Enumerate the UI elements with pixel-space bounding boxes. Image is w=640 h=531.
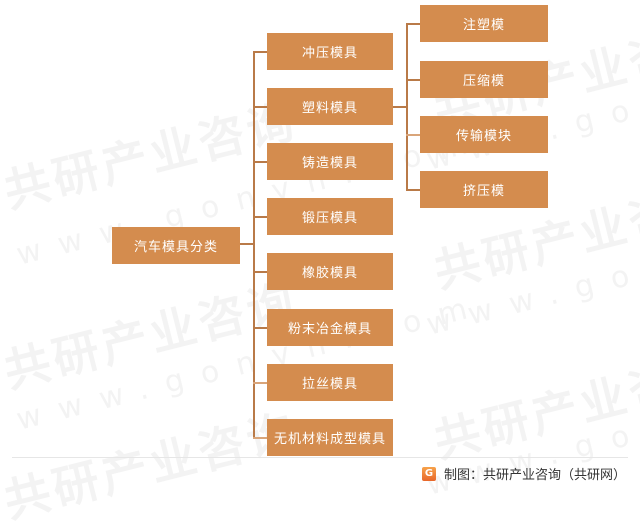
connector-sub-trunk: [406, 23, 408, 191]
subtype-node-transfer: 传输模块: [420, 116, 548, 153]
connector-branch: [253, 382, 267, 384]
brand-logo-icon: G: [421, 466, 436, 481]
subtype-node-compression: 压缩模: [420, 61, 548, 98]
subtype-node-extrusion: 挤压模: [420, 171, 548, 208]
connector-branch: [253, 51, 267, 53]
connector-branch: [253, 437, 267, 439]
watermark-brand: 共研产业咨询: [0, 403, 303, 529]
footer-divider: [12, 457, 628, 458]
connector-root: [240, 243, 254, 245]
connector-trunk: [253, 51, 255, 439]
connector-sub-branch: [406, 79, 420, 81]
connector-plastic: [393, 106, 407, 108]
category-node-forging: 锻压模具: [267, 198, 393, 235]
connector-sub-branch: [406, 189, 420, 191]
category-node-casting: 铸造模具: [267, 143, 393, 180]
footer: G 制图：共研产业咨询（共研网）: [421, 464, 626, 483]
root-node: 汽车模具分类: [112, 227, 240, 264]
watermark-url: www.gonyn.com: [12, 122, 489, 273]
category-node-wire-drawing: 拉丝模具: [267, 364, 393, 401]
connector-branch: [253, 271, 267, 273]
watermark-brand: 共研产业咨询: [428, 343, 640, 469]
watermark-brand: 共研产业咨询: [0, 273, 303, 399]
category-node-powder-metallurgy: 粉末冶金模具: [267, 309, 393, 346]
subtype-node-injection: 注塑模: [420, 5, 548, 42]
connector-branch: [253, 216, 267, 218]
category-node-stamping: 冲压模具: [267, 33, 393, 70]
category-node-plastic: 塑料模具: [267, 88, 393, 125]
connector-sub-branch: [406, 23, 420, 25]
connector-sub-branch: [406, 134, 420, 136]
connector-branch: [253, 161, 267, 163]
footer-credit: 制图：共研产业咨询（共研网）: [443, 468, 626, 483]
category-node-inorganic: 无机材料成型模具: [267, 419, 393, 456]
watermark-url: www.gonyn.com: [422, 27, 640, 178]
watermark-url: www.gonyn.com: [12, 287, 489, 438]
category-node-rubber: 橡胶模具: [267, 253, 393, 290]
watermark-url: www.gonyn.com: [422, 192, 640, 343]
connector-branch: [253, 327, 267, 329]
connector-branch: [253, 106, 267, 108]
